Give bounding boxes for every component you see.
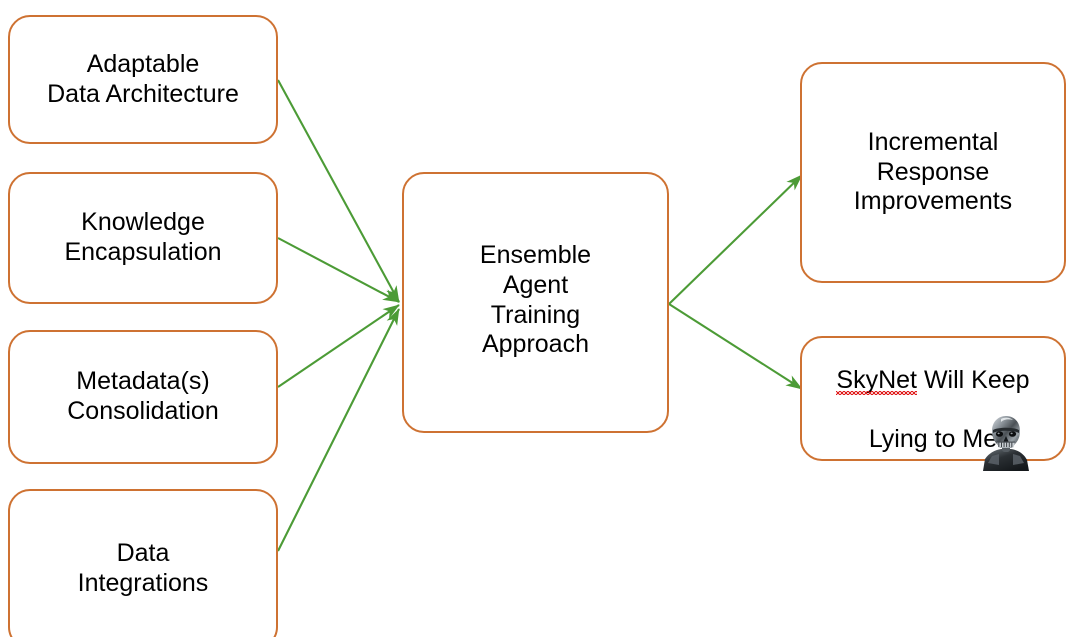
- node-skynet-lying[interactable]: SkyNet Will Keep Lying to Me: [800, 336, 1066, 461]
- edge-integrations-to-hub: [277, 308, 400, 552]
- misspelled-word-skynet: SkyNet: [836, 365, 918, 395]
- node-label-line-1-rest: Will Keep: [917, 365, 1030, 394]
- node-label: Adaptable Data Architecture: [47, 49, 239, 108]
- node-label: SkyNet Will Keep Lying to Me: [828, 336, 1037, 455]
- node-label: Data Integrations: [77, 539, 209, 597]
- edge-hub-to-skynet: [668, 303, 803, 390]
- node-ensemble-agent-training[interactable]: Ensemble Agent Training Approach: [402, 172, 669, 433]
- node-data-integrations[interactable]: Data Integrations: [8, 489, 278, 637]
- node-metadata-consolidation[interactable]: Metadata(s) Consolidation: [8, 330, 278, 464]
- edge-knowledge-to-hub: [277, 237, 400, 303]
- node-adaptable-data-architecture[interactable]: Adaptable Data Architecture: [8, 15, 278, 144]
- node-incremental-response[interactable]: Incremental Response Improvements: [800, 62, 1066, 283]
- edge-metadata-to-hub: [277, 304, 400, 388]
- node-knowledge-encapsulation[interactable]: Knowledge Encapsulation: [8, 172, 278, 304]
- node-label: Ensemble Agent Training Approach: [479, 241, 592, 359]
- node-label: Metadata(s) Consolidation: [67, 367, 219, 425]
- edge-hub-to-incremental: [668, 174, 803, 305]
- edge-adaptable-to-hub: [277, 79, 400, 303]
- node-label: Incremental Response Improvements: [853, 127, 1013, 216]
- node-label: Knowledge Encapsulation: [64, 208, 222, 266]
- node-label-line-2: Lying to Me: [868, 425, 998, 454]
- node-label-line-1: SkyNet Will Keep: [836, 365, 1030, 396]
